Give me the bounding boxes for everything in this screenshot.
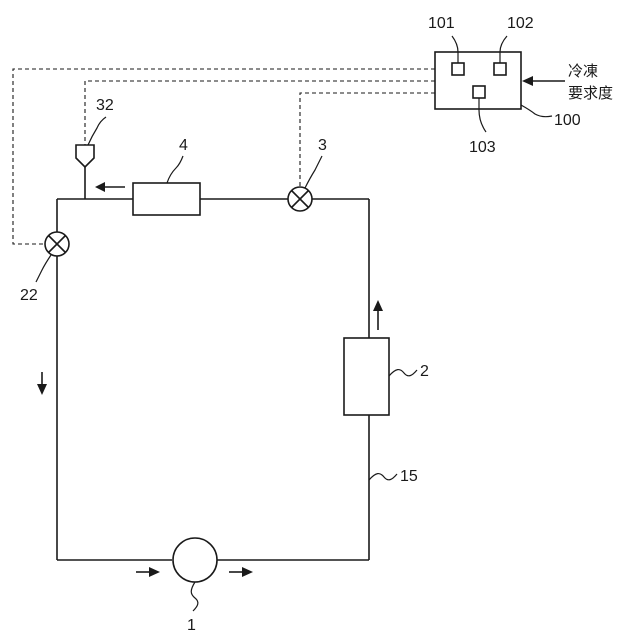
component-4 xyxy=(133,183,200,215)
flow-arrow-left xyxy=(37,372,47,395)
label-103: 103 xyxy=(469,139,496,156)
leader-22 xyxy=(36,255,51,282)
leader-100 xyxy=(521,105,552,117)
refrigerant-loop xyxy=(57,199,369,560)
label-4: 4 xyxy=(179,137,188,154)
label-15: 15 xyxy=(400,468,418,485)
leader-1 xyxy=(191,582,198,611)
pump-1 xyxy=(173,538,217,582)
label-1: 1 xyxy=(187,617,196,634)
valve-22 xyxy=(45,232,69,256)
leader-lines xyxy=(36,36,552,611)
valve-3 xyxy=(288,187,312,211)
heat-exchanger-2 xyxy=(344,338,389,415)
label-2: 2 xyxy=(420,363,429,380)
flow-arrow-top xyxy=(95,182,125,192)
flow-arrow-right xyxy=(373,300,383,330)
label-22: 22 xyxy=(20,287,38,304)
label-32: 32 xyxy=(96,97,114,114)
request-input-arrow xyxy=(522,76,565,86)
module-102-box xyxy=(494,63,506,75)
label-101: 101 xyxy=(428,15,455,32)
flow-arrows xyxy=(37,182,383,577)
request-label-line2: 要求度 xyxy=(568,84,613,102)
signal-line-sensor-32 xyxy=(85,81,435,145)
leader-4 xyxy=(167,156,183,183)
label-100: 100 xyxy=(554,112,581,129)
flow-arrow-pump-out xyxy=(229,567,253,577)
controller-100 xyxy=(435,52,521,109)
module-103-box xyxy=(473,86,485,98)
module-101-box xyxy=(452,63,464,75)
label-102: 102 xyxy=(507,15,534,32)
leader-32 xyxy=(88,117,106,145)
label-3: 3 xyxy=(318,137,327,154)
flow-arrow-pump-in xyxy=(136,567,160,577)
sensor-32 xyxy=(76,145,94,199)
leader-2 xyxy=(389,370,417,376)
leader-15 xyxy=(369,474,397,480)
leader-3 xyxy=(305,156,322,188)
request-label-line1: 冷凍 xyxy=(568,62,598,80)
